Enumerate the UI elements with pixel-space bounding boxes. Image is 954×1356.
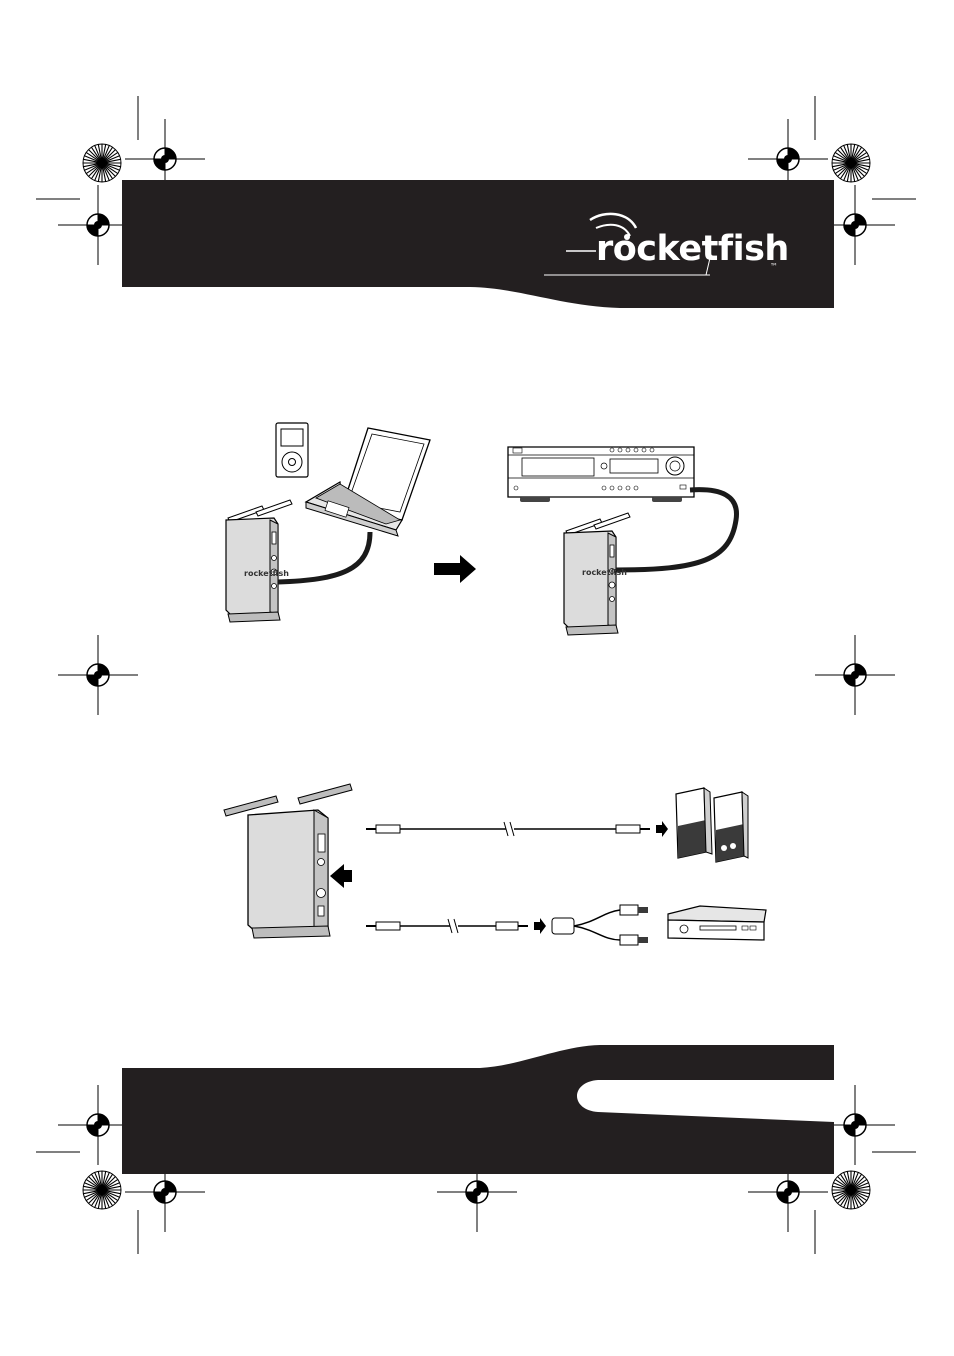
rca-cable [366, 918, 546, 934]
wireless-transmitter-illustration [226, 500, 292, 622]
registration-mark-icon [58, 635, 138, 715]
device-logo: rocketfish [244, 569, 289, 578]
trademark-symbol: ™ [770, 262, 778, 271]
mp3-player-illustration [276, 423, 308, 477]
wireless-transmitter-large-illustration [224, 784, 352, 938]
brand-logo-text: rocketfish [596, 232, 789, 267]
av-receiver-illustration [508, 447, 694, 502]
computer-speakers-illustration [676, 788, 748, 862]
rca-y-adapter-illustration [552, 905, 648, 945]
dvd-player-illustration [668, 906, 766, 940]
color-target-icon [83, 144, 121, 182]
bottom-banner [122, 1045, 834, 1174]
registration-mark-icon [815, 635, 895, 715]
color-target-icon [832, 144, 870, 182]
device-logo: rocketfish [582, 568, 627, 577]
speaker-cable [366, 821, 668, 837]
laptop-illustration [306, 428, 430, 536]
color-target-icon [83, 1171, 121, 1209]
color-target-icon [832, 1171, 870, 1209]
arrow-right-icon [434, 555, 476, 583]
laptop-cable [278, 532, 370, 582]
arrow-left-icon [330, 864, 352, 888]
